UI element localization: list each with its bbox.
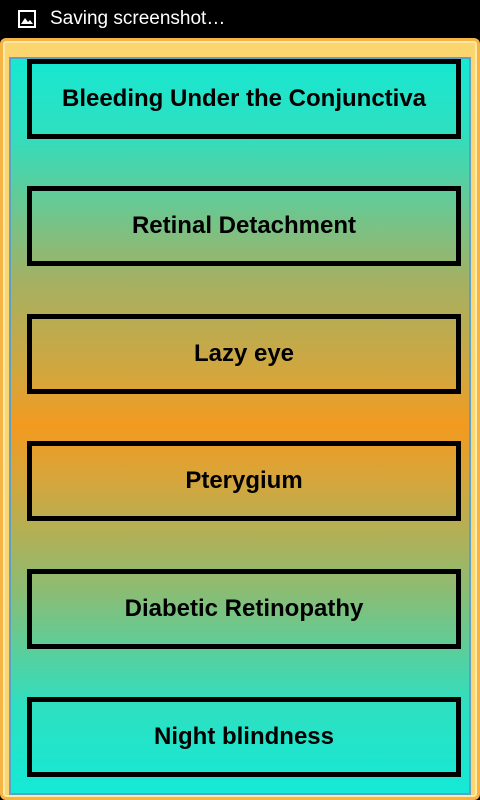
status-text: Saving screenshot… <box>50 8 226 29</box>
item-label: Diabetic Retinopathy <box>124 595 364 622</box>
item-label: Lazy eye <box>193 340 295 367</box>
status-bar: Saving screenshot… <box>0 0 480 38</box>
image-icon <box>18 10 36 28</box>
item-retinal-detachment-button[interactable]: Retinal Detachment <box>27 186 461 266</box>
item-bleeding-under-conjunctiva-button[interactable]: Bleeding Under the Conjunctiva <box>27 59 461 139</box>
item-label: Retinal Detachment <box>131 212 357 239</box>
item-pterygium-button[interactable]: Pterygium <box>27 441 461 521</box>
item-label: Bleeding Under the Conjunctiva <box>61 85 427 112</box>
item-night-blindness-button[interactable]: Night blindness <box>27 697 461 777</box>
item-lazy-eye-button[interactable]: Lazy eye <box>27 314 461 394</box>
item-diabetic-retinopathy-button[interactable]: Diabetic Retinopathy <box>27 569 461 649</box>
item-label: Pterygium <box>185 467 303 494</box>
content-frame: Bleeding Under the Conjunctiva Retinal D… <box>0 38 480 800</box>
item-label: Night blindness <box>154 723 334 750</box>
list-panel: Bleeding Under the Conjunctiva Retinal D… <box>9 57 471 795</box>
